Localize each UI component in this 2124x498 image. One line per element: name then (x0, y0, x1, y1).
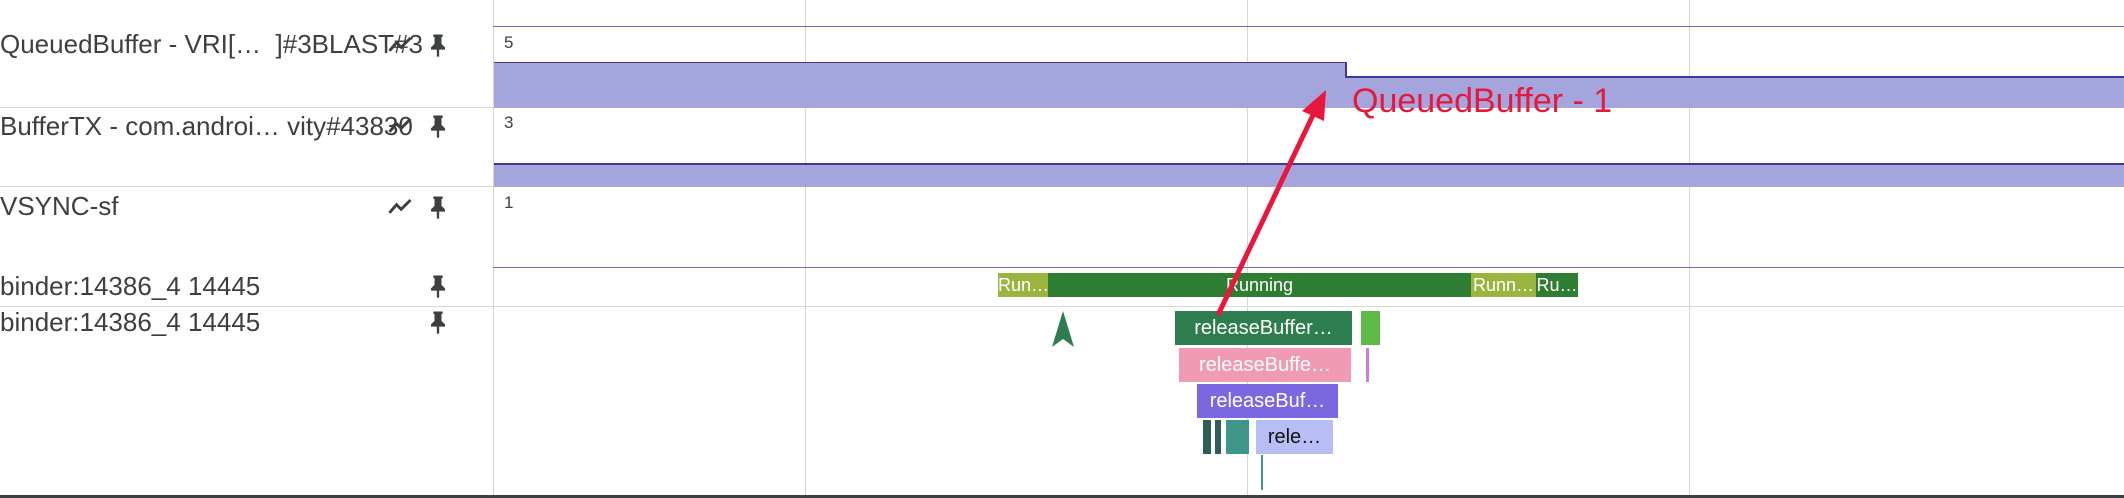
grid-line (805, 0, 806, 496)
slice-small[interactable] (1226, 420, 1249, 454)
slice-release-buffer[interactable]: rele… (1256, 420, 1333, 454)
annotation-label: QueuedBuffer - 1 (1352, 82, 1613, 120)
slice-small[interactable] (1366, 348, 1369, 382)
counter-plot-queuedbuffer (494, 62, 2124, 108)
chart-line-icon[interactable] (386, 193, 414, 221)
bottom-border (0, 495, 2124, 498)
pin-icon[interactable] (424, 193, 452, 221)
row-separator (493, 267, 2124, 268)
slice-small[interactable] (1261, 455, 1263, 490)
track-name-binder: binder:14386_4 14445 (0, 271, 261, 301)
arrow-up-marker-icon[interactable] (1052, 311, 1074, 347)
slice-small[interactable] (1215, 420, 1221, 454)
pin-icon[interactable] (424, 272, 452, 300)
slice-small[interactable] (1361, 311, 1380, 345)
slice-release-buffer[interactable]: releaseBuf… (1197, 384, 1338, 418)
track-name-queuedbuffer: QueuedBuffer - VRI[… ]#3BLAST#3 (0, 29, 423, 59)
pin-icon[interactable] (424, 112, 452, 140)
counter-plot-buffertx (494, 163, 2124, 187)
track-name-vsync-sf: VSYNC-sf (0, 191, 119, 221)
counter-scale-max: 5 (504, 33, 514, 52)
row-separator (0, 306, 2124, 307)
thread-state-runnable[interactable]: Runn… (1471, 273, 1536, 297)
chart-line-icon[interactable] (386, 112, 414, 140)
grid-line (493, 0, 494, 496)
counter-scale-max: 1 (504, 193, 514, 212)
top-separator (493, 26, 2124, 27)
slice-release-buffer[interactable]: releaseBuffer… (1175, 311, 1352, 345)
track-name-buffertx: BufferTX - com.androi… vity#43830 (0, 111, 413, 141)
thread-state-running[interactable]: Running (1048, 273, 1471, 297)
chart-line-icon[interactable] (386, 31, 414, 59)
slice-small[interactable] (1203, 420, 1211, 454)
thread-state-running[interactable]: Ru… (1536, 273, 1578, 297)
thread-state-runnable[interactable]: Run… (998, 273, 1048, 297)
pin-icon[interactable] (424, 31, 452, 59)
track-name-binder: binder:14386_4 14445 (0, 307, 261, 337)
slice-release-buffer[interactable]: releaseBuffe… (1179, 348, 1351, 382)
pin-icon[interactable] (424, 308, 452, 336)
counter-scale-max: 3 (504, 113, 514, 132)
grid-line (1689, 0, 1690, 496)
